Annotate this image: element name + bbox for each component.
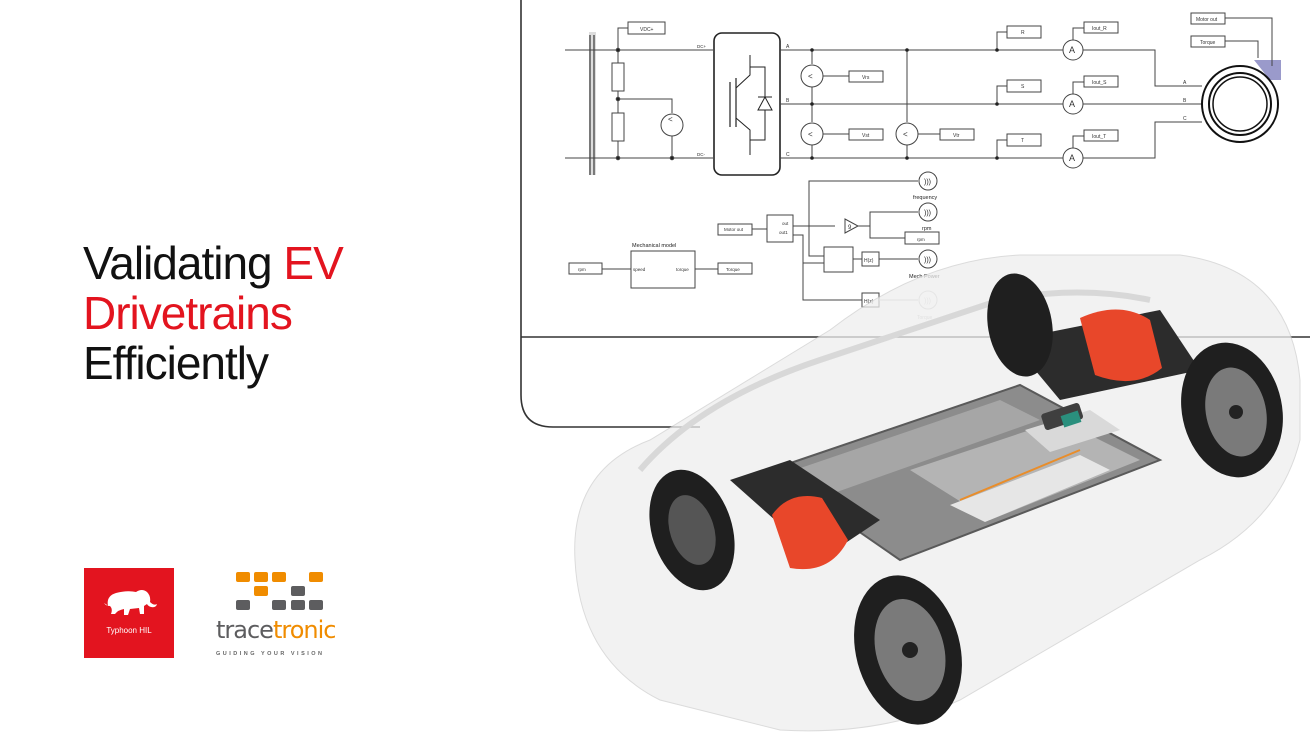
svg-text:))): ))) (924, 179, 931, 186)
svg-text:<: < (668, 115, 673, 124)
headline-line1: Validating (83, 237, 284, 289)
headline-ev: EV (283, 237, 343, 289)
svg-text:H(z): H(z) (864, 258, 874, 264)
tracetronic-wordmark: tracetronic (216, 616, 336, 644)
svg-text:rpm: rpm (578, 267, 586, 272)
svg-text:Torque: Torque (1200, 40, 1216, 46)
svg-text:A: A (1069, 153, 1075, 163)
svg-text:B: B (1183, 98, 1187, 104)
svg-text:DC+: DC+ (697, 44, 706, 49)
svg-text:Motor out: Motor out (1196, 17, 1218, 23)
motor-symbol (1190, 12, 1281, 143)
svg-text:out1: out1 (779, 230, 788, 235)
voltmeter-vtr: Vtr (953, 133, 960, 139)
mechanical-model-title: Mechanical model (632, 243, 676, 249)
elephant-icon (104, 590, 157, 615)
svg-text:B: B (786, 98, 790, 104)
svg-text:Torque: Torque (726, 267, 740, 272)
headline-line2: Drivetrains (83, 287, 293, 339)
measurement-chain (717, 171, 940, 310)
svg-text:C: C (1183, 116, 1187, 122)
voltmeter-vst: Vst (862, 133, 870, 139)
vdc-label: VDC+ (640, 27, 654, 33)
svg-text:out: out (782, 221, 789, 226)
svg-text:A: A (1069, 99, 1075, 109)
tracetronic-squares-icon (236, 572, 323, 610)
ammeters (1062, 21, 1202, 169)
svg-text:<: < (808, 72, 813, 81)
inverter-block (713, 32, 781, 176)
svg-text:<: < (808, 130, 813, 139)
svg-text:rpm: rpm (922, 226, 932, 232)
svg-text:A: A (1069, 45, 1075, 55)
typhoon-caption: Typhoon HIL (106, 626, 152, 635)
svg-text:))): ))) (924, 257, 931, 264)
svg-text:torque: torque (676, 267, 689, 272)
svg-text:T: T (1021, 138, 1024, 144)
voltmeter-vrs: Vrs (862, 75, 870, 81)
svg-text:Iout_R: Iout_R (1092, 26, 1107, 32)
svg-text:C: C (786, 152, 790, 158)
svg-text:DC-: DC- (697, 152, 705, 157)
svg-text:R: R (1021, 30, 1025, 36)
svg-text:H(z): H(z) (864, 299, 874, 305)
svg-text:A: A (786, 44, 790, 50)
headline-line3: Efficiently (83, 337, 269, 389)
diagram-frame (520, 0, 700, 428)
ev-car-illustration (574, 254, 1301, 732)
svg-text:A: A (1183, 80, 1187, 86)
mechanical-model (568, 250, 753, 289)
svg-text:rpm: rpm (917, 237, 925, 242)
svg-text:speed: speed (633, 267, 646, 272)
svg-text:Motor out: Motor out (724, 227, 744, 232)
dc-bus (565, 21, 713, 175)
svg-text:))): ))) (924, 210, 931, 217)
svg-text:9: 9 (848, 225, 852, 231)
tracetronic-tagline: GUIDING YOUR VISION (216, 651, 325, 657)
three-phase-lines (780, 25, 1063, 159)
svg-text:S: S (1021, 84, 1025, 90)
headline: Validating EV Drivetrains Efficiently (83, 237, 344, 389)
typhoon-hil-logo: Typhoon HIL (84, 568, 174, 658)
tracetronic-logo: tracetronic GUIDING YOUR VISION (216, 572, 338, 662)
svg-text:Iout_T: Iout_T (1092, 134, 1106, 140)
svg-text:frequency: frequency (913, 195, 937, 201)
svg-text:<: < (903, 130, 908, 139)
svg-text:Iout_S: Iout_S (1092, 80, 1107, 86)
